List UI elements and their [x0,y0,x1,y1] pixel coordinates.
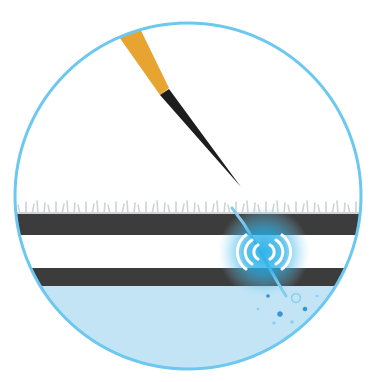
hair-spike [362,204,364,214]
liquid-reservoir [0,286,375,377]
bottom-dark-layer [0,268,375,286]
middle-white-layer [0,235,375,268]
hair-spike [367,201,368,214]
signal-glow [218,206,310,298]
top-dark-layer [0,214,375,235]
surface-baseline [0,212,375,214]
